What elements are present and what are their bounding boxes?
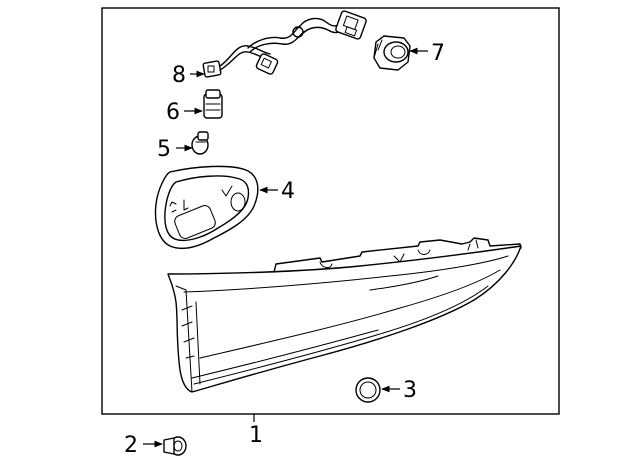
callout-3: 3 bbox=[403, 378, 417, 403]
callout-8: 8 bbox=[172, 63, 186, 88]
bulb-socket bbox=[373, 35, 411, 71]
lamp-assembly bbox=[167, 237, 522, 393]
callout-5: 5 bbox=[157, 137, 171, 162]
callout-4: 4 bbox=[281, 179, 295, 204]
grommet bbox=[355, 377, 381, 403]
callout-7: 7 bbox=[431, 41, 445, 66]
small-bulb bbox=[191, 131, 209, 155]
callout-2: 2 bbox=[124, 433, 138, 458]
callout-6: 6 bbox=[166, 100, 180, 125]
clip bbox=[163, 436, 187, 456]
bulb bbox=[203, 89, 223, 119]
callout-1: 1 bbox=[249, 423, 263, 448]
wiring-harness bbox=[202, 10, 367, 78]
assembly-frame bbox=[101, 7, 560, 415]
gasket bbox=[154, 165, 259, 250]
